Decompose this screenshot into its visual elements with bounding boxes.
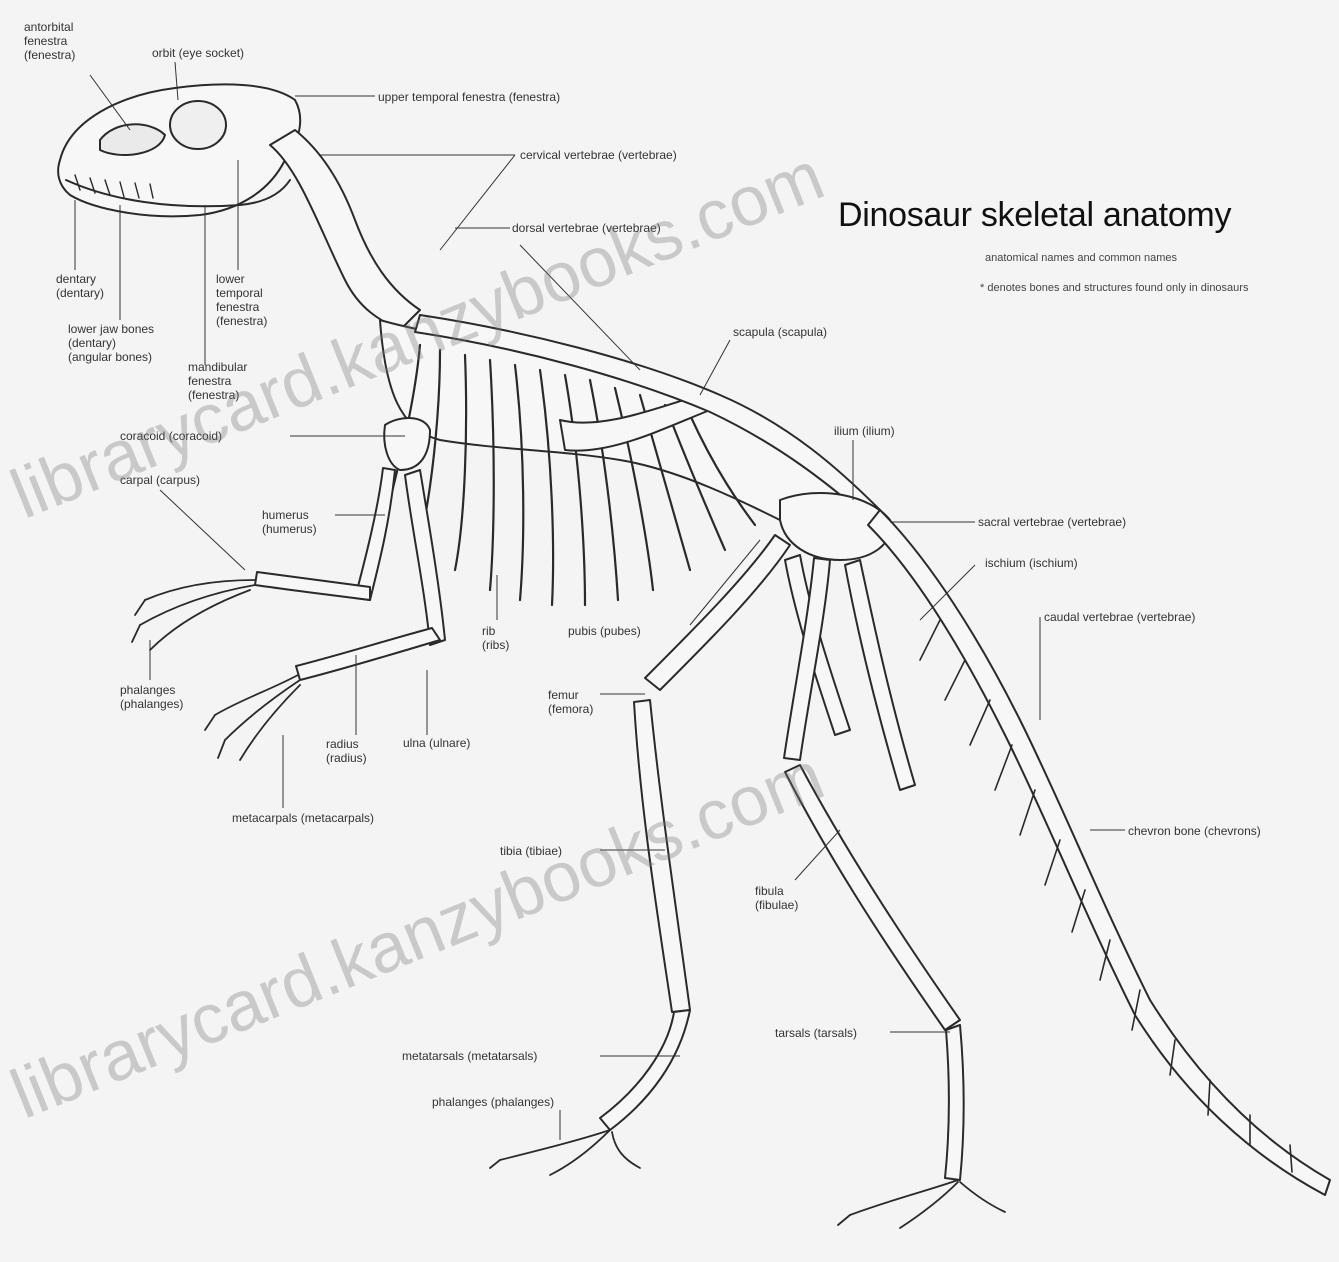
- label-tibia: tibia (tibiae): [500, 844, 562, 858]
- femur-left: [645, 535, 790, 690]
- forearm-right: [296, 628, 440, 680]
- label-radius: radius (radius): [326, 737, 367, 765]
- legend-note-2: * denotes bones and structures found onl…: [980, 282, 1248, 294]
- label-dentary: dentary (dentary): [56, 272, 104, 300]
- label-metacarpal: metacarpals (metacarpals): [232, 811, 374, 825]
- upper-arm-left: [355, 468, 395, 600]
- label-antorbital-fenestra: antorbital fenestra (fenestra): [24, 20, 75, 62]
- ischium: [845, 560, 915, 790]
- hand-bones: [132, 580, 300, 760]
- legend-note-1: anatomical names and common names: [985, 252, 1177, 264]
- label-caudal: caudal vertebrae (vertebrae): [1044, 610, 1195, 624]
- label-coracoid: coracoid (coracoid): [120, 429, 222, 443]
- label-phalanges-foot: phalanges (phalanges): [432, 1095, 554, 1109]
- skull-outline: [58, 84, 300, 216]
- foot-bones: [490, 1130, 1005, 1228]
- label-orbit: orbit (eye socket): [152, 46, 244, 60]
- diagram-title: Dinosaur skeletal anatomy: [838, 196, 1231, 235]
- label-fibula: fibula (fibulae): [755, 884, 798, 912]
- label-ischium: ischium (ischium): [985, 556, 1078, 570]
- label-ilium: ilium (ilium): [834, 424, 895, 438]
- metatarsal-right: [945, 1025, 964, 1180]
- label-femur: femur (femora): [548, 688, 593, 716]
- tibia-right: [785, 765, 960, 1030]
- label-pubis: pubis (pubes): [568, 624, 641, 638]
- metatarsal-left: [600, 1010, 690, 1130]
- label-tarsal: tarsals (tarsals): [775, 1026, 857, 1040]
- label-rib: rib (ribs): [482, 624, 509, 652]
- label-mandibular: mandibular fenestra (fenestra): [188, 360, 247, 402]
- forearm-left: [255, 572, 370, 600]
- label-metatarsal: metatarsals (metatarsals): [402, 1049, 537, 1063]
- orbit-opening: [170, 101, 226, 149]
- label-upper-temporal: upper temporal fenestra (fenestra): [378, 90, 560, 104]
- label-carpal: carpal (carpus): [120, 473, 200, 487]
- label-chevron: chevron bone (chevrons): [1128, 824, 1261, 838]
- label-lower-temporal: lower temporal fenestra (fenestra): [216, 272, 267, 328]
- label-ulna: ulna (ulnare): [403, 736, 470, 750]
- label-humerus: humerus (humerus): [262, 508, 317, 536]
- upper-arm-right: [405, 470, 445, 645]
- label-phalanges-hand: phalanges (phalanges): [120, 683, 183, 711]
- chevron-bones: [920, 620, 1292, 1172]
- coracoid: [384, 418, 430, 470]
- label-cervical: cervical vertebrae (vertebrae): [520, 148, 677, 162]
- tibia-left: [634, 700, 690, 1012]
- label-sacral: sacral vertebrae (vertebrae): [978, 515, 1126, 529]
- label-dorsal: dorsal vertebrae (vertebrae): [512, 221, 661, 235]
- label-jaw: lower jaw bones (dentary) (angular bones…: [68, 322, 154, 364]
- label-scapula: scapula (scapula): [733, 325, 827, 339]
- neck: [270, 130, 420, 330]
